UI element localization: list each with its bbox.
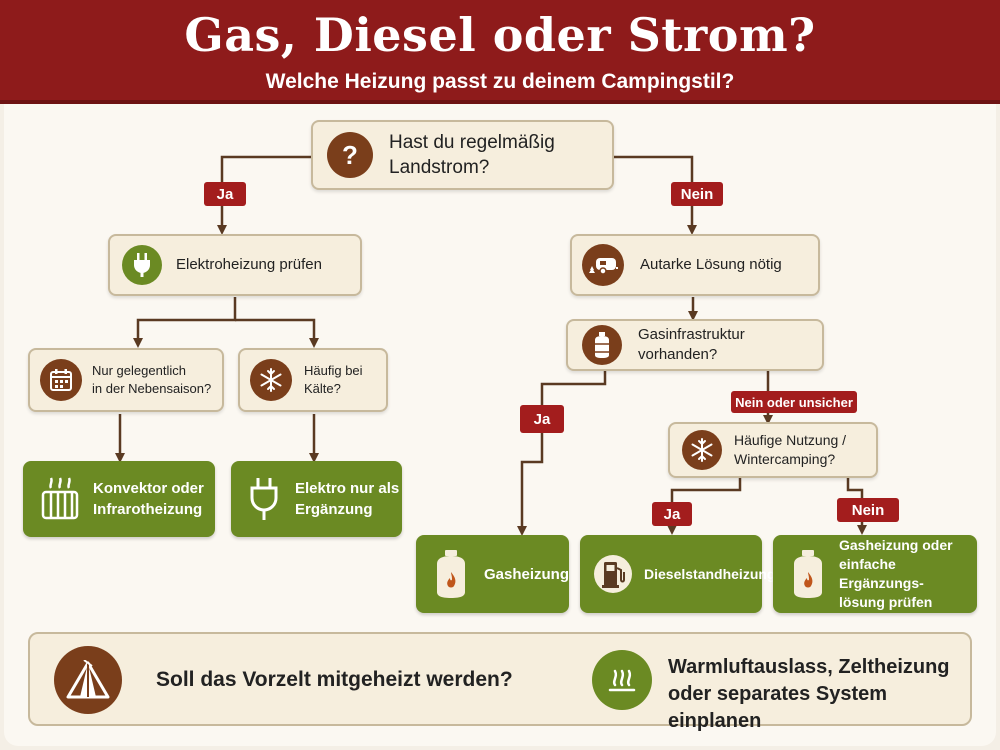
- elektroheizung-box: Elektroheizung prüfen: [108, 234, 362, 296]
- vorzelt-answer-line2: oder separates System einplanen: [668, 683, 888, 732]
- question-line2: Landstrom?: [389, 157, 490, 178]
- result-gas-simple-box: Gasheizung oder einfache Ergänzungs- lös…: [773, 535, 977, 613]
- heat-waves-icon: [592, 650, 652, 710]
- gas-bottle-icon: [582, 325, 622, 365]
- vorzelt-panel: Soll das Vorzelt mitgeheizt werden? Warm…: [28, 632, 972, 732]
- occasional-line2: in der Nebensaison?: [92, 381, 212, 396]
- cold-line2: Kälte?: [304, 381, 341, 396]
- label-nein-gas-simple: Nein: [837, 498, 899, 522]
- snowflake-icon: [682, 430, 722, 470]
- gas-result-text: Gasheizung: [484, 565, 570, 583]
- page-title: Gas, Diesel oder Strom?: [184, 8, 816, 62]
- question-line1: Hast du regelmäßig: [389, 132, 555, 153]
- line-elektro-split-right: [235, 318, 319, 348]
- result-elektro-box: Elektro nur als Ergänzung: [231, 461, 402, 537]
- convector-line1: Konvektor oder: [93, 480, 204, 497]
- svg-text:?: ?: [342, 140, 358, 170]
- vorzelt-answer-line1: Warmluftauslass, Zeltheizung: [668, 656, 950, 678]
- elektro-result-line1: Elektro nur als: [295, 480, 400, 497]
- diesel-result-text: Dieselstandheizung: [644, 565, 776, 582]
- camper-icon: [582, 244, 624, 286]
- autark-text: Autarke Lösung nötig: [640, 256, 782, 273]
- label-nein-unsicher: Nein oder unsicher: [731, 391, 857, 413]
- result-gas-box: Gasheizung: [416, 535, 569, 613]
- cold-box: Häufig bei Kälte?: [238, 348, 388, 412]
- gasinfra-box: Gasinfrastruktur vorhanden?: [566, 319, 824, 371]
- gas-simple-line1: Gasheizung oder: [839, 537, 953, 553]
- radiator-icon: [37, 474, 83, 524]
- result-diesel-box: Dieselstandheizung: [580, 535, 775, 613]
- occasional-line1: Nur gelegentlich: [92, 363, 186, 378]
- plug-icon: [243, 474, 285, 524]
- label-nein-right: Nein: [671, 182, 723, 206]
- snowflake-icon: [250, 359, 292, 401]
- calendar-icon: [40, 359, 82, 401]
- cold-line1: Häufig bei: [304, 363, 363, 378]
- occasional-box: Nur gelegentlich in der Nebensaison?: [28, 348, 224, 412]
- question-icon: ?: [327, 132, 373, 178]
- header-banner: Gas, Diesel oder Strom? Welche Heizung p…: [0, 0, 1000, 104]
- label-ja-gas: Ja: [520, 405, 564, 433]
- gas-simple-line2: einfache Ergänzungs-: [839, 556, 924, 591]
- line-elektro-split: [133, 297, 237, 348]
- elektro-result-line2: Ergänzung: [295, 501, 373, 518]
- gas-simple-line3: lösung prüfen: [839, 594, 933, 610]
- elektroheizung-text: Elektroheizung prüfen: [176, 256, 322, 273]
- plug-icon: [122, 245, 162, 285]
- winter-line1: Häufige Nutzung /: [734, 432, 847, 448]
- question-landstrom-box: ? Hast du regelmäßig Landstrom?: [311, 120, 614, 190]
- label-ja-left: Ja: [204, 182, 246, 206]
- gasinfra-line1: Gasinfrastruktur: [638, 326, 745, 343]
- fuel-pump-icon: [590, 545, 636, 603]
- gas-bottle-icon: [428, 545, 474, 603]
- line-gasinfra-to-gas: [517, 370, 607, 536]
- label-ja-diesel: Ja: [652, 502, 692, 526]
- winter-line2: Wintercamping?: [734, 451, 836, 467]
- vorzelt-question: Soll das Vorzelt mitgeheizt werden?: [156, 668, 513, 691]
- page-subtitle: Welche Heizung passt zu deinem Campingst…: [265, 70, 735, 93]
- winter-box: Häufige Nutzung / Wintercamping?: [668, 422, 878, 478]
- gasinfra-line2: vorhanden?: [638, 346, 718, 363]
- tent-icon: [54, 646, 122, 714]
- autark-box: Autarke Lösung nötig: [570, 234, 820, 296]
- result-convector-box: Konvektor oder Infrarotheizung: [23, 461, 215, 537]
- convector-line2: Infrarotheizung: [93, 501, 203, 518]
- gas-bottle-icon: [785, 545, 831, 603]
